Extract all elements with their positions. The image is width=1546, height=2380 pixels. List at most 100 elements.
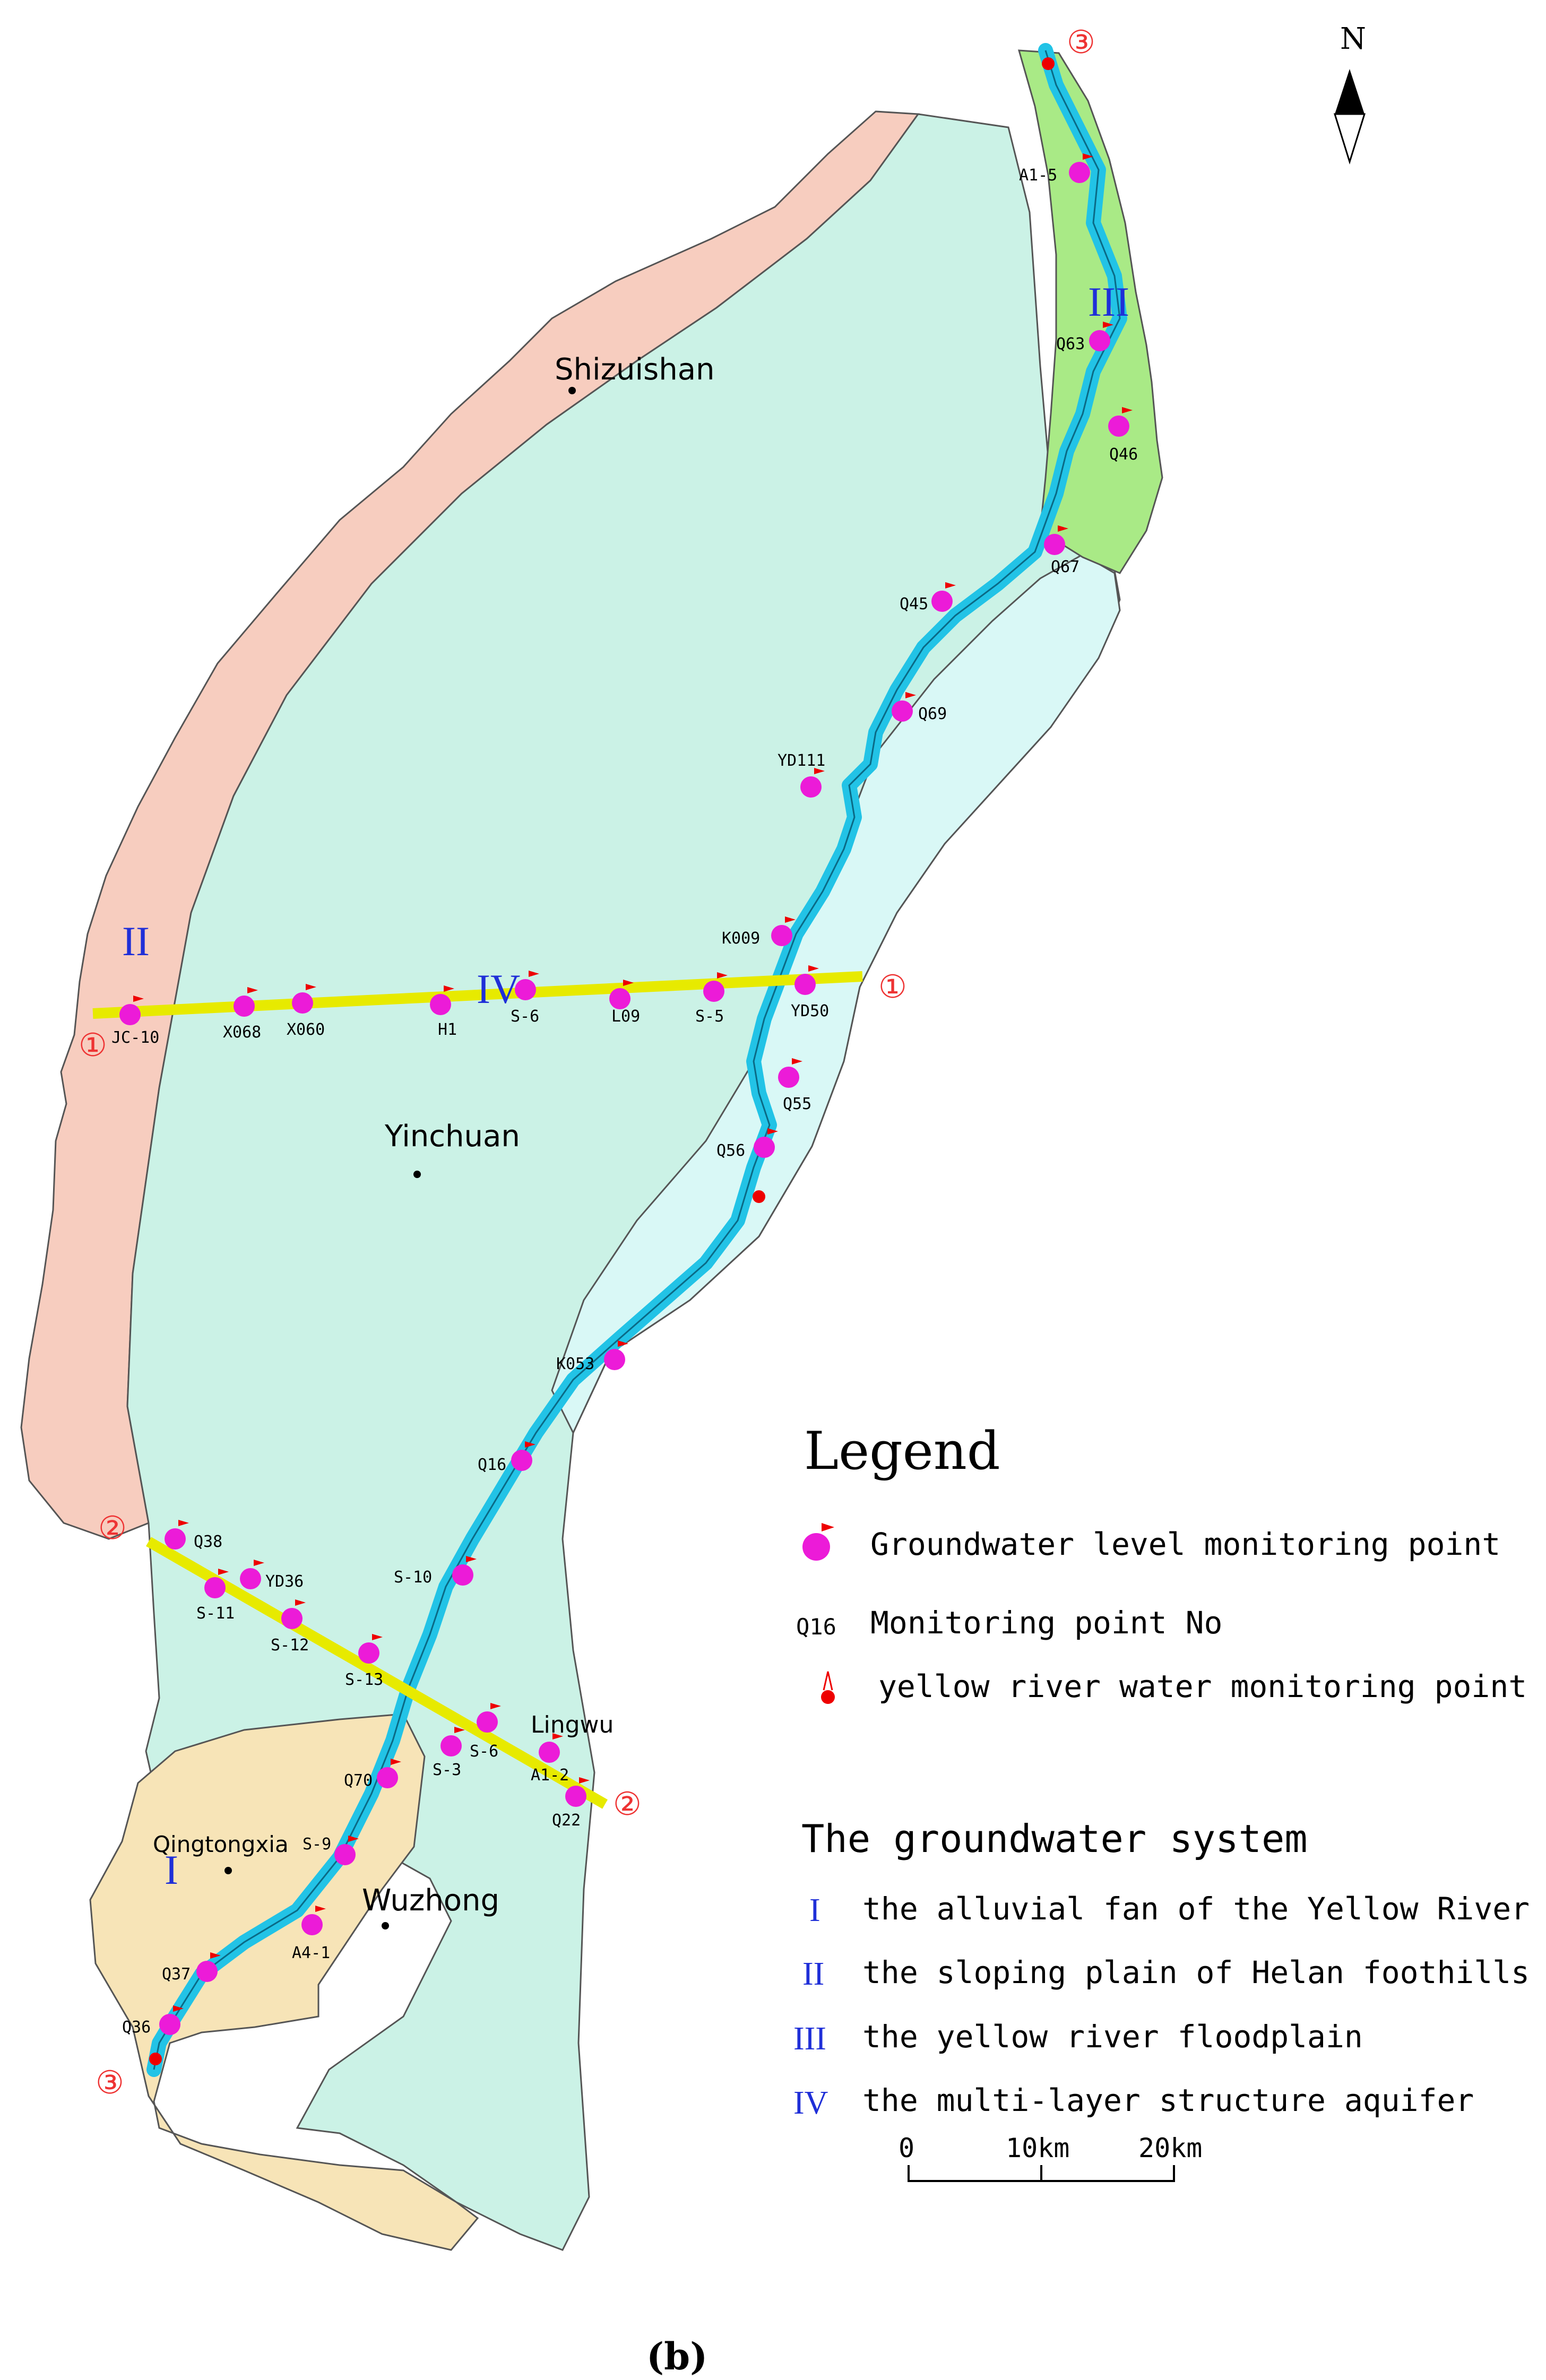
monitoring-point-label: S-6 bbox=[470, 1742, 498, 1761]
zone-III-area bbox=[1017, 49, 1163, 574]
monitoring-point-label: S-9 bbox=[303, 1835, 331, 1854]
monitoring-point-q56 bbox=[754, 1137, 775, 1158]
flag-icon bbox=[173, 2005, 184, 2012]
city-dot-shizuishan bbox=[568, 387, 576, 394]
city-dot-wuzhong bbox=[382, 1922, 389, 1929]
monitoring-point-label: A1-2 bbox=[531, 1766, 569, 1785]
flag-icon bbox=[529, 971, 539, 977]
legend-sys-I-text: the alluvial fan of the Yellow River bbox=[862, 1891, 1530, 1927]
monitoring-point-label: A1-5 bbox=[1019, 166, 1057, 185]
monitoring-point-s-13 bbox=[358, 1642, 379, 1664]
monitoring-point-label: X060 bbox=[287, 1020, 325, 1039]
flag-icon bbox=[767, 1128, 778, 1135]
flag-icon bbox=[623, 980, 634, 986]
scale-bar bbox=[908, 2165, 1175, 2182]
monitoring-point-q63 bbox=[1089, 330, 1110, 351]
monitoring-point-label: Q46 bbox=[1109, 445, 1138, 464]
flag-icon bbox=[295, 1599, 306, 1606]
monitoring-point-label: Q63 bbox=[1056, 335, 1085, 353]
monitoring-point-q70 bbox=[377, 1767, 398, 1788]
monitoring-point-label: Q55 bbox=[783, 1095, 811, 1113]
monitoring-point-label: L09 bbox=[611, 1007, 640, 1026]
scale-label-zero: 0 bbox=[899, 2133, 914, 2163]
monitoring-point-label: S-3 bbox=[433, 1761, 461, 1779]
monitoring-point-label: JC-10 bbox=[111, 1028, 159, 1047]
monitoring-point-s-11 bbox=[204, 1577, 226, 1598]
legend-gw-flag-icon bbox=[822, 1523, 834, 1531]
monitoring-point-label: A4-1 bbox=[292, 1944, 330, 1962]
flag-icon bbox=[254, 1560, 264, 1566]
flag-icon bbox=[178, 1520, 189, 1526]
monitoring-point-label: K053 bbox=[556, 1355, 594, 1373]
legend-gw-point-text: Groundwater level monitoring point bbox=[870, 1526, 1500, 1562]
flag-icon bbox=[133, 996, 144, 1002]
legend-yr-point-text: yellow river water monitoring point bbox=[878, 1668, 1527, 1704]
monitoring-point-x068 bbox=[234, 996, 255, 1017]
city-dot-yinchuan bbox=[413, 1171, 421, 1178]
flag-icon bbox=[306, 984, 316, 990]
legend-yr-flag-icon bbox=[823, 1671, 833, 1691]
monitoring-point-h1 bbox=[430, 994, 451, 1015]
flag-icon bbox=[466, 1556, 477, 1562]
flag-icon bbox=[444, 985, 454, 992]
monitoring-point-label: Q69 bbox=[918, 705, 947, 723]
monitoring-point-jc-10 bbox=[119, 1004, 141, 1025]
yellow-river-outline bbox=[153, 50, 1121, 2070]
zone-label-IV: IV bbox=[477, 966, 520, 1012]
north-arrow-icon bbox=[1335, 69, 1364, 114]
section-2-west-marker: ② bbox=[98, 1510, 127, 1547]
monitoring-point-label: H1 bbox=[438, 1020, 457, 1039]
flag-icon bbox=[792, 1058, 802, 1064]
zone-label-II: II bbox=[122, 918, 150, 964]
monitoring-point-label: YD111 bbox=[778, 751, 825, 770]
section-1-east-marker: ① bbox=[878, 968, 907, 1006]
city-label-lingwu: Lingwu bbox=[531, 1711, 614, 1738]
zone-label-I: I bbox=[165, 1847, 178, 1893]
north-label: N bbox=[1340, 22, 1366, 56]
legend-gw-point-icon bbox=[802, 1533, 830, 1561]
monitoring-point-label: YD50 bbox=[791, 1002, 829, 1020]
north-arrow-tail-icon bbox=[1333, 113, 1366, 165]
section-1-west-marker: ① bbox=[79, 1027, 107, 1064]
legend-sys-II-text: the sloping plain of Helan foothills bbox=[862, 1954, 1530, 1990]
city-label-shizuishan: Shizuishan bbox=[555, 352, 715, 387]
monitoring-point-label: Q56 bbox=[716, 1141, 745, 1160]
monitoring-point-yd36 bbox=[240, 1568, 261, 1589]
zone-I-area bbox=[89, 1713, 479, 2251]
monitoring-point-s-12 bbox=[281, 1608, 303, 1629]
legend-no-sample: Q16 bbox=[796, 1614, 836, 1640]
monitoring-point-q22 bbox=[565, 1786, 586, 1807]
section-3-south-marker: ③ bbox=[96, 2064, 124, 2101]
monitoring-point-yd111 bbox=[800, 776, 822, 798]
flag-icon bbox=[1058, 525, 1068, 532]
monitoring-point-label: Q45 bbox=[900, 595, 928, 613]
legend-sys-III-text: the yellow river floodplain bbox=[862, 2019, 1363, 2055]
flag-icon bbox=[618, 1340, 628, 1347]
legend-title: Legend bbox=[804, 1421, 1000, 1482]
monitoring-point-l09 bbox=[609, 988, 631, 1009]
scale-label-10km: 10km bbox=[1006, 2133, 1069, 2163]
flag-icon bbox=[315, 1906, 326, 1912]
monitoring-point-label: Q38 bbox=[194, 1533, 222, 1551]
monitoring-point-a1-5 bbox=[1069, 162, 1090, 183]
monitoring-point-label: Q16 bbox=[478, 1456, 506, 1474]
monitoring-point-q16 bbox=[511, 1450, 532, 1471]
monitoring-point-s-5 bbox=[703, 981, 724, 1002]
zone-label-III: III bbox=[1088, 279, 1129, 325]
monitoring-point-label: K009 bbox=[722, 929, 760, 948]
flag-icon bbox=[210, 1952, 221, 1959]
flag-icon bbox=[552, 1733, 563, 1739]
monitoring-point-label: S-12 bbox=[271, 1636, 309, 1655]
monitoring-point-q36 bbox=[159, 2014, 180, 2035]
flag-icon bbox=[785, 916, 796, 923]
legend-system-title: The groundwater system bbox=[801, 1816, 1308, 1861]
monitoring-point-label: S-10 bbox=[394, 1568, 432, 1587]
river-sample-point-north bbox=[1042, 57, 1055, 70]
city-dot-qingtongxia bbox=[224, 1867, 232, 1874]
flag-icon bbox=[391, 1759, 401, 1765]
monitoring-point-s-9 bbox=[334, 1844, 356, 1865]
flag-icon bbox=[218, 1569, 229, 1575]
flag-icon bbox=[348, 1836, 359, 1842]
monitoring-point-label: Q67 bbox=[1051, 558, 1079, 576]
